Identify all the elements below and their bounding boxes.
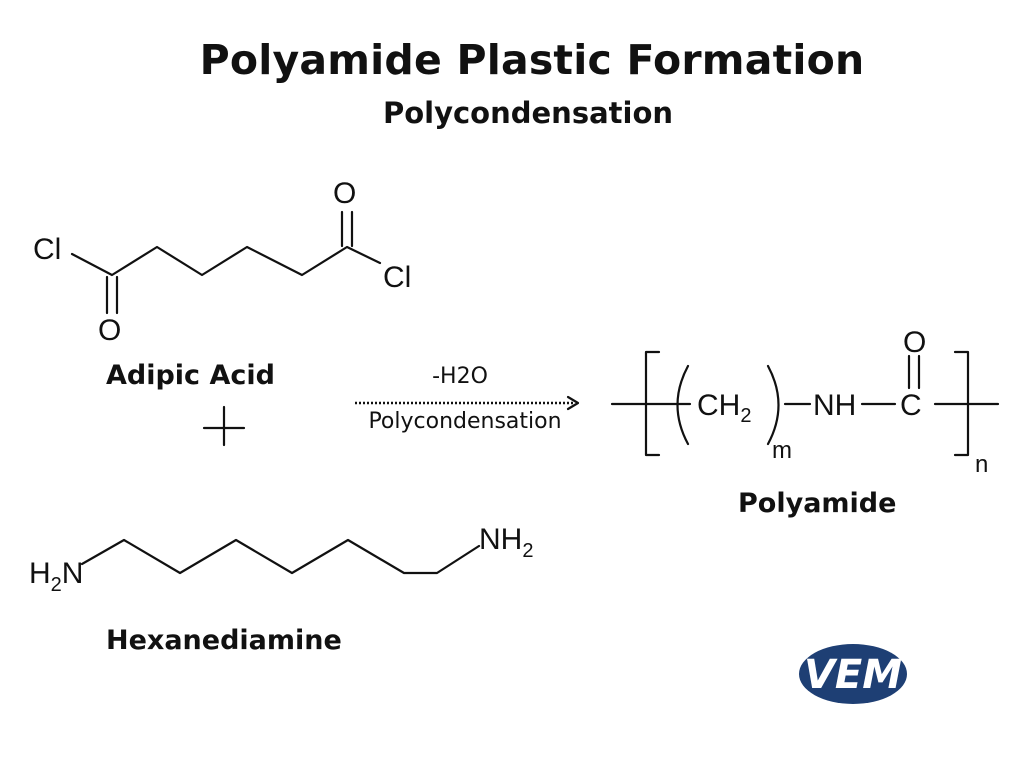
atom-h-left: H [29, 557, 51, 590]
svg-text:CH2: CH2 [697, 389, 751, 427]
adipic-backbone-bond [70, 245, 382, 277]
atom-o: O [903, 326, 926, 359]
polyamide-label: Polyamide [738, 488, 897, 519]
atom-ch: CH [697, 389, 740, 422]
atom-nh-right: NH [479, 523, 522, 556]
reaction-byproduct: -H2O [432, 364, 488, 389]
reaction-arrow [355, 395, 580, 411]
atom-cl-left: Cl [33, 233, 61, 266]
adipic-acid-label: Adipic Acid [106, 360, 275, 391]
logo-text: VEM [804, 652, 902, 698]
atom-n-left: N [62, 557, 84, 590]
adipic-acid-structure: Cl O Cl O [33, 177, 411, 347]
subscript-left: 2 [51, 574, 62, 596]
atom-c: C [900, 389, 922, 422]
atom-o-top: O [333, 177, 356, 210]
svg-text:NH2: NH2 [479, 523, 533, 562]
paren-right [766, 364, 780, 446]
subscript-right: 2 [522, 540, 533, 562]
page-title: Polyamide Plastic Formation [199, 36, 865, 84]
polyamide-structure: CH2 m NH C O n [610, 326, 1000, 478]
hexanediamine-structure: H2N NH2 [29, 523, 533, 596]
logo-ellipse [799, 644, 907, 704]
subscript-m: m [772, 437, 792, 464]
plus-sign [202, 405, 246, 447]
svg-text:H2N: H2N [29, 557, 83, 596]
vem-logo: VEM [799, 644, 907, 704]
hexanediamine-label: Hexanediamine [106, 625, 342, 656]
atom-cl-right: Cl [383, 261, 411, 294]
ch-subscript: 2 [740, 405, 751, 427]
atom-nh: NH [813, 389, 856, 422]
subscript-n: n [975, 451, 988, 478]
page-subtitle: Polycondensation [382, 96, 674, 130]
atom-o-bottom: O [98, 314, 121, 347]
reaction-label: Polycondensation [368, 409, 562, 434]
hexane-backbone-bond [80, 538, 481, 575]
